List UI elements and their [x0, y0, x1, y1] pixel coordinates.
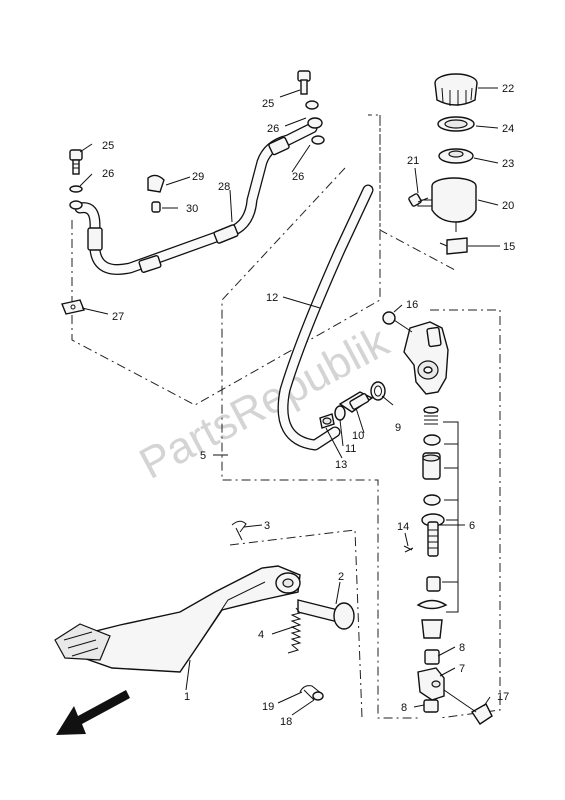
callout-21: 21	[407, 155, 419, 167]
callout-25-right: 25	[262, 98, 274, 110]
hose-clip	[439, 237, 468, 255]
callout-20: 20	[502, 200, 514, 212]
callout-27: 27	[112, 311, 124, 323]
callout-19: 19	[262, 701, 274, 713]
callout-14: 14	[397, 521, 409, 533]
callout-25-left: 25	[102, 140, 114, 152]
callout-24: 24	[502, 123, 514, 135]
callout-8-top: 8	[459, 642, 465, 654]
hose-clamp	[319, 413, 335, 429]
union-bolt	[382, 311, 413, 333]
master-cylinder-body	[403, 321, 449, 395]
callout-26-right-bottom: 26	[292, 171, 304, 183]
split-pin	[403, 545, 414, 553]
callout-8-bottom: 8	[401, 702, 407, 714]
gasket-right-bottom	[311, 135, 325, 145]
o-ring-small	[334, 405, 346, 421]
callout-7: 7	[459, 663, 465, 675]
callout-12: 12	[266, 292, 278, 304]
lock-nut-bottom	[423, 699, 439, 713]
callout-18: 18	[280, 716, 292, 728]
hose-joint	[338, 391, 374, 413]
hose-clamp-upper	[147, 174, 165, 193]
cotter-pin	[231, 520, 247, 541]
return-spring	[287, 607, 302, 654]
callout-15: 15	[503, 241, 515, 253]
gasket-left-bottom	[69, 200, 83, 210]
reservoir-screw	[408, 193, 429, 207]
brake-hose	[74, 122, 318, 275]
reservoir-cap	[434, 73, 478, 106]
union-bolt-left	[69, 149, 83, 175]
washer	[312, 691, 324, 701]
callout-labels: 22 24 23 21 20 15 16 25 26 26 25 26 29 2…	[102, 83, 515, 728]
callout-3: 3	[264, 520, 270, 532]
callout-16: 16	[406, 299, 418, 311]
gasket-left-top	[69, 185, 83, 193]
piston-kit	[416, 406, 459, 639]
callout-29: 29	[192, 171, 204, 183]
leader-lines	[79, 87, 500, 716]
callout-6: 6	[469, 520, 475, 532]
callout-9: 9	[395, 422, 401, 434]
front-direction-arrow-icon	[56, 690, 130, 735]
brake-pedal	[54, 565, 301, 673]
diaphragm-plate	[438, 148, 474, 164]
union-bolt-right	[297, 70, 311, 95]
clamp-screw	[151, 201, 161, 213]
reservoir-tank	[417, 177, 477, 232]
diaphragm	[437, 116, 475, 132]
callout-5: 5	[200, 450, 206, 462]
cotter-pin-lower	[299, 685, 323, 701]
callout-28: 28	[218, 181, 230, 193]
callout-13: 13	[335, 459, 347, 471]
callout-30: 30	[186, 203, 198, 215]
callout-26-right-top: 26	[267, 123, 279, 135]
pivot-bolt	[297, 599, 355, 630]
callout-26-left: 26	[102, 168, 114, 180]
lock-nut-top	[424, 649, 440, 665]
callout-1: 1	[184, 691, 190, 703]
assembly-boundaries	[71, 114, 501, 719]
clevis-pin	[443, 689, 493, 725]
o-ring	[370, 381, 386, 401]
hose-guide	[61, 299, 85, 315]
gasket-right-mid	[307, 117, 323, 129]
clevis	[417, 667, 445, 701]
callout-2: 2	[338, 571, 344, 583]
callout-17: 17	[497, 691, 509, 703]
gasket-right-top	[305, 100, 319, 110]
callout-22: 22	[502, 83, 514, 95]
callout-11: 11	[345, 443, 356, 455]
callout-10: 10	[352, 430, 364, 442]
callout-4: 4	[258, 629, 264, 641]
reservoir-hose	[277, 184, 374, 451]
callout-23: 23	[502, 158, 514, 170]
